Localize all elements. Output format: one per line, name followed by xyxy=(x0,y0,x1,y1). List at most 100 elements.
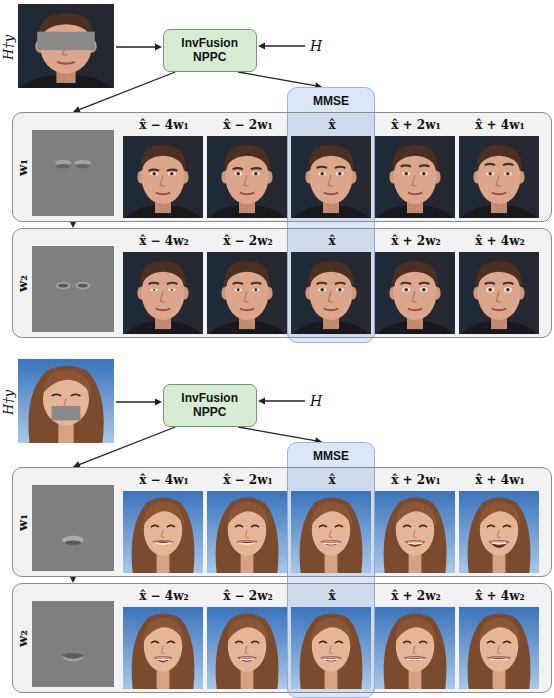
face-image xyxy=(235,525,243,527)
column-heading: x̂ − 4w₁ xyxy=(139,118,189,133)
input-arrow xyxy=(116,46,156,47)
face-image xyxy=(504,172,512,176)
face-image xyxy=(335,283,345,284)
face-image xyxy=(300,614,363,689)
face-image xyxy=(336,172,344,176)
face-image xyxy=(239,542,255,544)
column-heading: x̂ + 4w₁ xyxy=(475,118,525,133)
operator-arrow xyxy=(258,398,265,405)
face-image xyxy=(153,541,174,542)
column-heading: x̂ + 2w₁ xyxy=(391,118,441,133)
face-image xyxy=(237,657,256,662)
face-image xyxy=(156,309,170,311)
face-image xyxy=(321,542,340,546)
face-image xyxy=(321,541,342,542)
face-image xyxy=(375,491,455,573)
face-image xyxy=(237,541,258,542)
column-heading: x̂ − 4w₂ xyxy=(139,589,189,604)
input-image xyxy=(28,366,103,443)
column-heading: x̂ + 4w₂ xyxy=(475,589,525,604)
face-image xyxy=(140,261,185,288)
face-image xyxy=(132,614,195,689)
face-image xyxy=(492,193,506,195)
operator-arrow xyxy=(258,398,305,405)
face-image xyxy=(155,658,172,662)
method-box: InvFusion NPPC xyxy=(163,29,257,72)
input-image xyxy=(42,370,92,396)
face-image xyxy=(238,658,256,662)
method-box: InvFusion NPPC xyxy=(163,384,257,427)
face-image xyxy=(252,288,260,291)
face-image xyxy=(404,657,426,662)
face-image xyxy=(251,641,259,643)
face-image xyxy=(413,530,416,538)
face-image xyxy=(308,145,353,172)
face-image xyxy=(151,641,159,643)
face-image xyxy=(318,172,326,176)
face-image xyxy=(422,172,426,176)
face-image xyxy=(384,614,447,689)
input-arrow xyxy=(116,401,156,402)
pc-row-panel: w₂x̂ − 4w₂x̂ − 2w₂x̂x̂ + 2w₂x̂ + 4w₂ xyxy=(12,583,552,693)
face-image xyxy=(488,172,492,176)
face-image xyxy=(140,145,185,172)
face-image xyxy=(160,175,164,186)
column-heading: x̂ xyxy=(328,589,335,604)
face-image xyxy=(486,172,494,176)
face-image xyxy=(143,618,185,643)
face-image xyxy=(236,172,240,176)
input-label: H†y xyxy=(2,34,17,59)
face-image xyxy=(150,172,158,176)
face-image xyxy=(123,252,203,334)
face-image xyxy=(254,172,258,176)
face-image xyxy=(317,283,327,284)
face-image xyxy=(207,607,287,689)
face-image xyxy=(404,172,408,176)
face-image xyxy=(291,607,371,689)
face-image xyxy=(320,172,324,176)
pc-row-panel: w₁x̂ − 4w₁x̂ − 2w₁x̂x̂ + 2w₁x̂ + 4w₁ xyxy=(12,112,552,222)
face-image xyxy=(161,530,164,538)
face-image xyxy=(392,261,437,288)
face-image xyxy=(488,658,510,661)
face-image xyxy=(321,657,342,658)
input-image xyxy=(57,62,74,64)
face-image xyxy=(153,541,174,545)
face-image xyxy=(395,502,437,527)
face-image xyxy=(328,175,332,186)
face-image xyxy=(245,646,248,654)
face-image xyxy=(321,658,340,662)
face-image xyxy=(160,291,164,302)
input-image xyxy=(18,359,114,443)
column-heading: x̂ xyxy=(328,473,335,488)
face-image xyxy=(459,607,539,689)
face-image xyxy=(403,525,411,527)
face-image xyxy=(419,525,427,527)
face-image xyxy=(491,542,507,544)
pc-row-panel: w₂x̂ − 4w₂x̂ − 2w₂x̂x̂ + 2w₂x̂ + 4w₂ xyxy=(12,228,552,338)
face-image xyxy=(234,288,242,291)
face-image xyxy=(489,541,510,548)
face-image xyxy=(319,525,327,527)
face-image xyxy=(155,542,171,544)
face-image xyxy=(419,283,429,284)
face-image xyxy=(422,288,426,292)
face-image xyxy=(237,542,256,544)
face-image xyxy=(291,136,371,218)
face-image xyxy=(254,288,257,291)
face-image xyxy=(405,541,426,542)
face-image xyxy=(405,658,426,661)
face-image xyxy=(123,607,203,689)
face-image xyxy=(252,172,260,176)
input-image xyxy=(52,406,81,420)
face-image xyxy=(503,283,513,284)
face-image xyxy=(479,502,521,527)
face-image xyxy=(235,641,243,643)
face-image xyxy=(490,658,508,660)
face-image xyxy=(324,193,338,195)
input-image xyxy=(18,4,114,88)
face-image xyxy=(123,491,203,573)
input-label: H†y xyxy=(2,389,17,414)
face-image xyxy=(487,641,495,643)
face-image xyxy=(123,136,203,218)
